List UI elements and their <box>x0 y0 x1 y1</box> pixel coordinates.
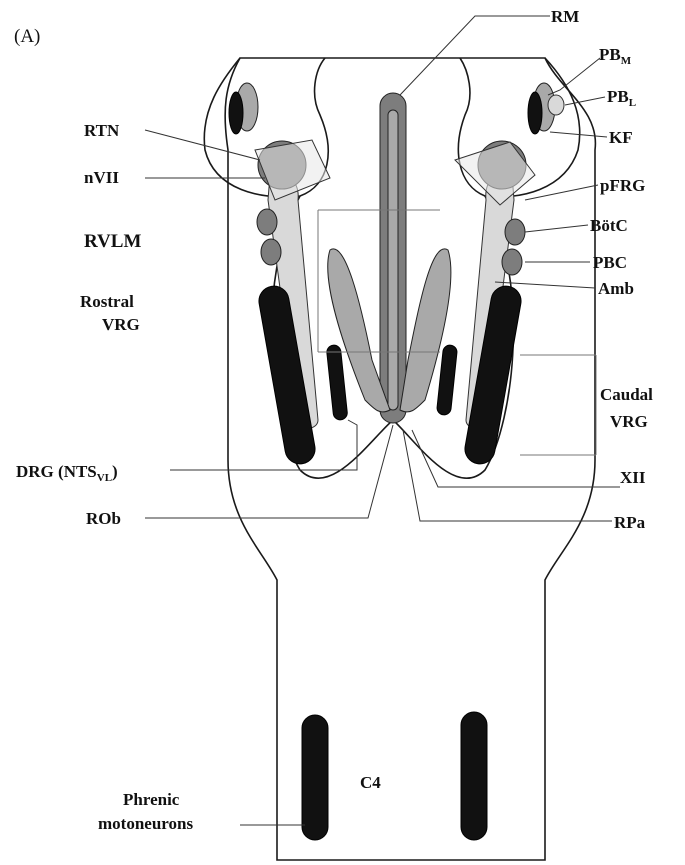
botc-left-nucleus <box>257 209 277 235</box>
nvii-left-overlay <box>255 140 330 200</box>
label-rpa: RPa <box>614 513 646 532</box>
rpa-leader <box>403 430 612 521</box>
label-botc: BötC <box>590 216 628 235</box>
panel-label: (A) <box>14 26 40 47</box>
label-phrenic-line2: motoneurons <box>98 814 193 833</box>
kf-left-nucleus <box>229 92 243 134</box>
label-rob: ROb <box>86 509 121 528</box>
label-caudal-vrg-line2: VRG <box>610 412 648 431</box>
drg-right-nucleus <box>436 344 457 415</box>
label-c4: C4 <box>360 773 381 792</box>
drg-left-nucleus <box>326 344 348 420</box>
label-pbc: PBC <box>593 253 627 272</box>
label-rostral-vrg-line1: Rostral <box>80 292 134 311</box>
pfrg-right-overlay <box>455 142 535 205</box>
pbl-right-nucleus <box>548 95 564 115</box>
pbc-left-nucleus <box>261 239 281 265</box>
pbl-leader <box>565 97 605 105</box>
label-nvii: nVII <box>84 168 119 187</box>
pbc-right-nucleus <box>502 249 522 275</box>
rm-inner-column <box>388 110 398 410</box>
label-amb: Amb <box>598 279 634 298</box>
label-rm: RM <box>551 7 579 26</box>
label-kf: KF <box>609 128 633 147</box>
label-pbl: PBL <box>607 87 636 109</box>
label-rvlm: RVLM <box>84 231 141 252</box>
rob-leader <box>145 425 393 518</box>
botc-leader <box>525 225 588 232</box>
phrenic-right-nucleus <box>461 712 487 840</box>
kf-right-nucleus <box>528 92 542 134</box>
label-pbm: PBM <box>599 45 632 67</box>
label-phrenic-line1: Phrenic <box>123 790 180 809</box>
label-caudal-vrg-line1: Caudal <box>600 385 653 404</box>
kf-leader <box>550 132 607 137</box>
pbm-leader <box>548 58 600 95</box>
label-pfrg: pFRG <box>600 176 645 195</box>
drg-leader <box>170 420 357 470</box>
label-drg: DRG (NTSVL) <box>16 462 118 484</box>
caudal-vrg-bracket <box>520 355 596 455</box>
rtn-leader <box>145 130 260 160</box>
pfrg-leader <box>525 185 598 200</box>
label-xii: XII <box>620 468 646 487</box>
xii-leader <box>412 430 620 487</box>
rm-leader <box>400 16 550 95</box>
phrenic-left-nucleus <box>302 715 328 840</box>
botc-right-nucleus <box>505 219 525 245</box>
label-rtn: RTN <box>84 121 120 140</box>
label-rostral-vrg-line2: VRG <box>102 315 140 334</box>
